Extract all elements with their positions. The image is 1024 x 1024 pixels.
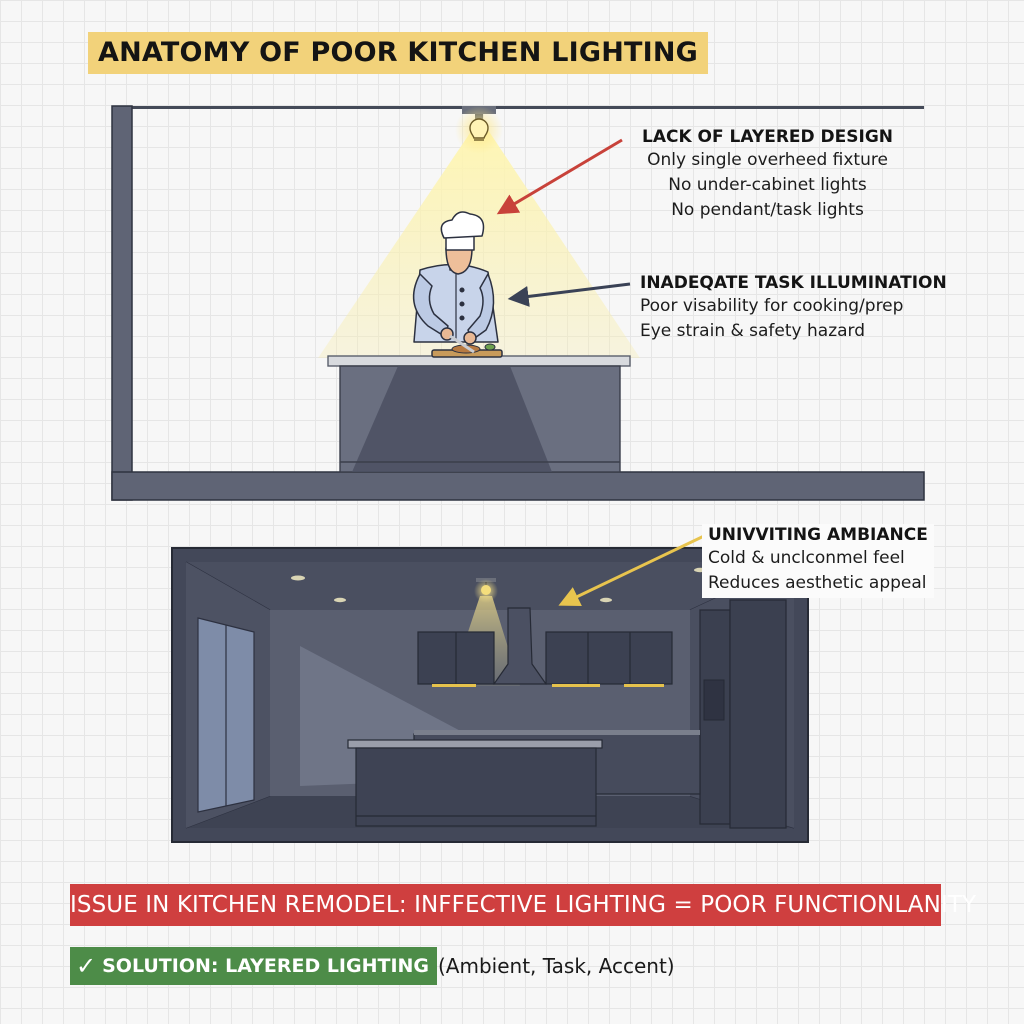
left-wall (111, 105, 133, 501)
top-scene (111, 105, 925, 501)
dark-island (347, 739, 603, 827)
callout-line: No under-cabinet lights (668, 175, 867, 195)
page-title: ANATOMY OF POOR KITCHEN LIGHTING (88, 32, 709, 74)
callout-heading: LACK OF LAYERED DESIGN (642, 127, 894, 147)
callout-ambiance: UNIVVITING AMBIANCE Cold & unclconmel fe… (702, 524, 934, 598)
arrow-task-illumination (507, 282, 631, 307)
upper-cabinets (417, 631, 673, 685)
callout-layered-design: LACK OF LAYERED DESIGN Only single overh… (642, 126, 893, 223)
issue-banner: ISSUE IN KITCHEN REMODEL: INFFECTIVE LIG… (70, 884, 976, 926)
callout-line: Poor visability for cooking/prep (640, 296, 904, 316)
sliding-doors (197, 617, 255, 813)
kitchen-island (327, 355, 631, 473)
floor (111, 471, 925, 501)
callout-line: Eye strain & safety hazard (640, 321, 866, 341)
callout-line: Reduces aesthetic appeal (708, 573, 927, 593)
solution-banner: ✓SOLUTION: LAYERED LIGHTING (70, 947, 438, 985)
callout-line: Cold & unclconmel feel (708, 548, 905, 568)
ceiling-line (112, 106, 924, 109)
arrow-ambiance (558, 534, 705, 607)
callout-task-illumination: INADEQATE TASK ILLUMINATION Poor visabil… (640, 272, 947, 344)
callout-heading: UNIVVITING AMBIANCE (708, 525, 928, 545)
arrow-layered-design (496, 138, 623, 215)
chef-figure (412, 211, 503, 358)
bottom-scene (171, 534, 809, 843)
checkmark-icon: ✓ (76, 952, 97, 980)
solution-note: (Ambient, Task, Accent) (438, 954, 675, 978)
solution-label: SOLUTION: LAYERED LIGHTING (102, 955, 430, 977)
light-cone (318, 130, 640, 358)
callout-heading: INADEQATE TASK ILLUMINATION (640, 273, 947, 293)
callout-line: No pendant/task lights (671, 200, 864, 220)
bulb-icon (455, 106, 503, 154)
callout-line: Only single overheed fixture (647, 150, 888, 170)
